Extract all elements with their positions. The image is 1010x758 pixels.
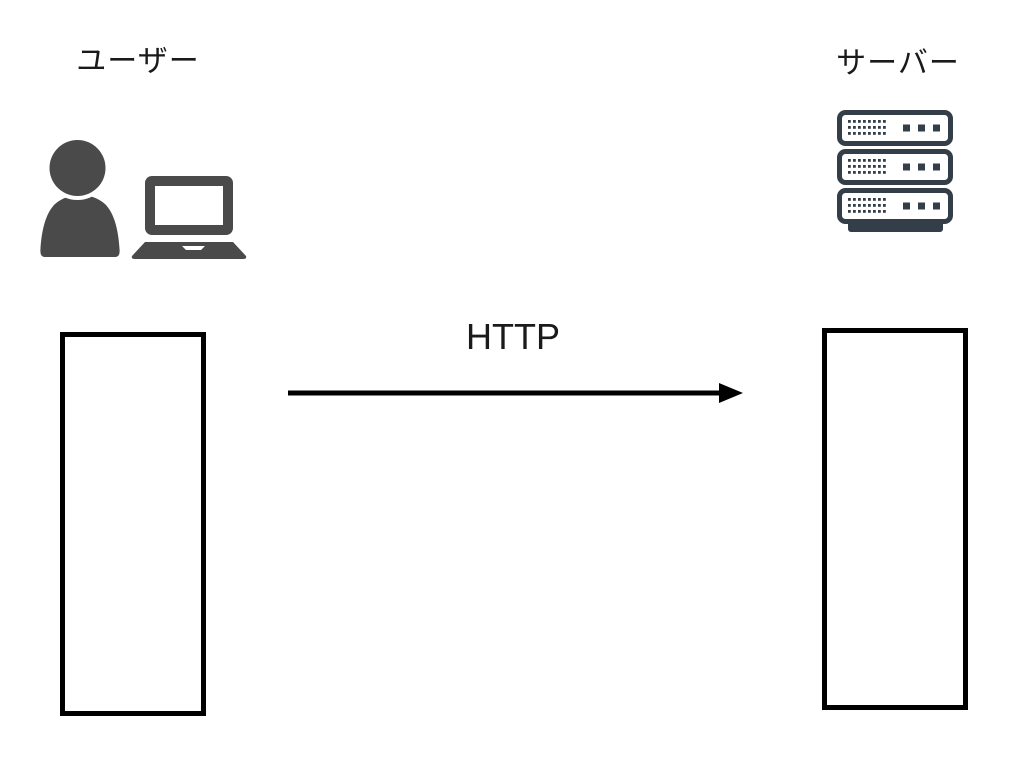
person-icon — [40, 136, 120, 257]
actor-label-server: サーバー — [836, 47, 960, 80]
message-label-http: HTTP — [466, 316, 560, 357]
actor-label-user: ユーザー — [76, 45, 200, 78]
arrow-head — [719, 383, 743, 403]
server-unit — [840, 152, 951, 183]
laptop-icon — [131, 176, 247, 259]
person-with-laptop-icon — [40, 136, 247, 259]
server-unit — [840, 191, 951, 222]
http-arrow — [288, 383, 743, 403]
server-unit — [840, 113, 951, 144]
lifeline-server — [822, 328, 968, 710]
lifeline-user — [60, 332, 206, 716]
server-rack-icon — [833, 106, 955, 232]
